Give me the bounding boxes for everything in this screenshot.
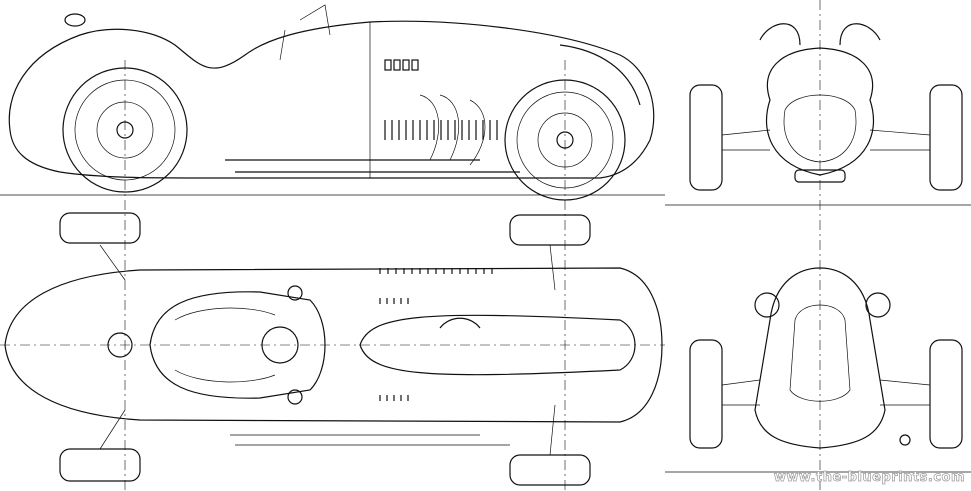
- side-view: [8, 4, 655, 201]
- front-view: [689, 23, 963, 191]
- rear-view: [689, 267, 963, 449]
- watermark-text: www.the-blueprints.com: [773, 470, 965, 486]
- top-view: [4, 212, 663, 486]
